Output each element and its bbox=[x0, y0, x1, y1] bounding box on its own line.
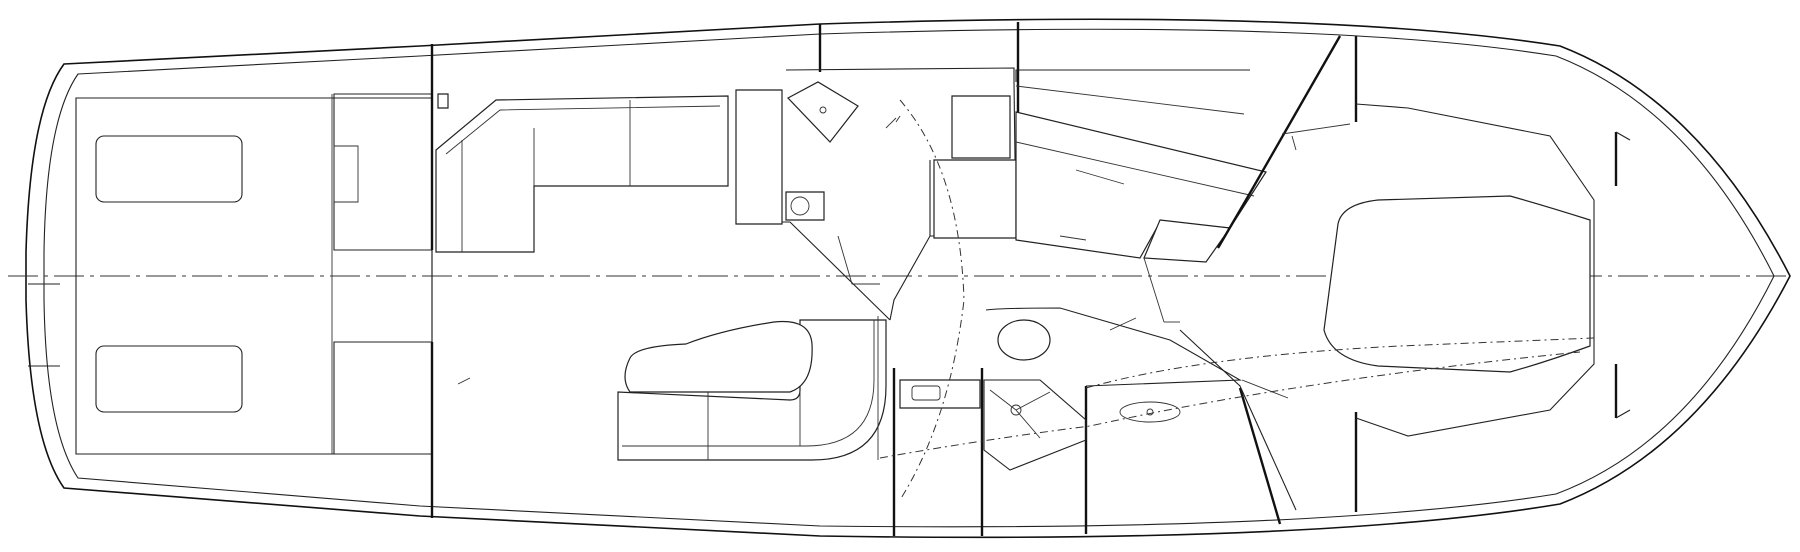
guest-nightstand bbox=[1144, 220, 1230, 262]
shower-diag-1 bbox=[990, 390, 1016, 410]
settee-starboard bbox=[618, 320, 886, 460]
salon bbox=[432, 94, 886, 460]
l-settee-end-block bbox=[438, 94, 448, 108]
galley bbox=[736, 68, 1016, 320]
cockpit-locker-starboard bbox=[334, 342, 432, 454]
v-berth-mattress bbox=[1324, 196, 1590, 372]
salon-table bbox=[625, 321, 812, 392]
guest-berth bbox=[1016, 112, 1266, 258]
cockpit-locker-port-inner bbox=[334, 146, 358, 202]
v-berth-frame-upper bbox=[1282, 124, 1350, 134]
v-berth-diag bbox=[1180, 330, 1296, 510]
v-berth-frame-lower bbox=[1242, 380, 1288, 398]
guest-wardrobe-line bbox=[1016, 86, 1244, 114]
galley-fridge bbox=[934, 160, 1016, 238]
hull-outline bbox=[26, 19, 1790, 537]
stove-burner bbox=[791, 197, 809, 215]
hull-inner-line bbox=[44, 29, 1774, 527]
v-berth-stateroom bbox=[1086, 36, 1594, 524]
cockpit-locker-port bbox=[334, 94, 432, 250]
head-door-swing bbox=[1110, 318, 1136, 330]
fish-box-starboard bbox=[96, 346, 242, 412]
v-berth-hull-lower bbox=[1240, 388, 1280, 524]
l-settee-port bbox=[436, 96, 728, 252]
cockpit bbox=[76, 94, 432, 454]
galley-door-swing bbox=[886, 118, 896, 128]
guest-berth-cushion bbox=[1016, 142, 1254, 196]
door-mark-3 bbox=[1060, 236, 1086, 240]
shower-diag-3 bbox=[1016, 410, 1040, 438]
head-compartment bbox=[986, 308, 1240, 386]
v-berth-hull-upper bbox=[1218, 36, 1340, 248]
door-mark-4 bbox=[1292, 136, 1296, 150]
galley-sink-drain bbox=[820, 107, 826, 113]
fish-box-port bbox=[96, 136, 242, 202]
stove-top bbox=[786, 192, 824, 220]
v-berth-cabinet bbox=[1356, 104, 1594, 436]
head-toilet bbox=[998, 320, 1050, 360]
head bbox=[900, 308, 1240, 470]
galley-cabinet bbox=[736, 90, 782, 224]
shower-drain bbox=[1011, 405, 1021, 415]
settee-starboard-inner bbox=[622, 320, 874, 446]
door-mark-1 bbox=[458, 378, 470, 384]
stair-curve bbox=[900, 100, 964, 500]
galley-counter-upper bbox=[786, 68, 1016, 236]
forepeak bbox=[1616, 132, 1630, 418]
shower-stall bbox=[984, 380, 1086, 470]
shower-diag-2 bbox=[1016, 392, 1050, 410]
forepeak-line-lower bbox=[1616, 410, 1630, 418]
hull bbox=[26, 19, 1790, 537]
v-berth-cabin-line bbox=[1086, 338, 1594, 388]
galley-sink bbox=[788, 82, 858, 142]
companionway-partition-1 bbox=[1016, 70, 1250, 82]
deck-hatch bbox=[1120, 402, 1180, 422]
forepeak-line-upper bbox=[1616, 132, 1630, 140]
galley-counter-edge bbox=[838, 236, 880, 284]
passageway-partition bbox=[890, 236, 930, 320]
l-settee-port-back bbox=[446, 106, 720, 154]
head-sink bbox=[912, 386, 940, 400]
galley-upper-cabinet bbox=[952, 96, 1010, 158]
guest-step bbox=[1144, 258, 1164, 322]
guest-stateroom bbox=[1016, 86, 1266, 322]
details bbox=[458, 116, 1580, 458]
deck-hatch-center bbox=[1147, 409, 1153, 415]
guest-shelf bbox=[1076, 170, 1124, 184]
door-mark-2 bbox=[896, 116, 900, 122]
